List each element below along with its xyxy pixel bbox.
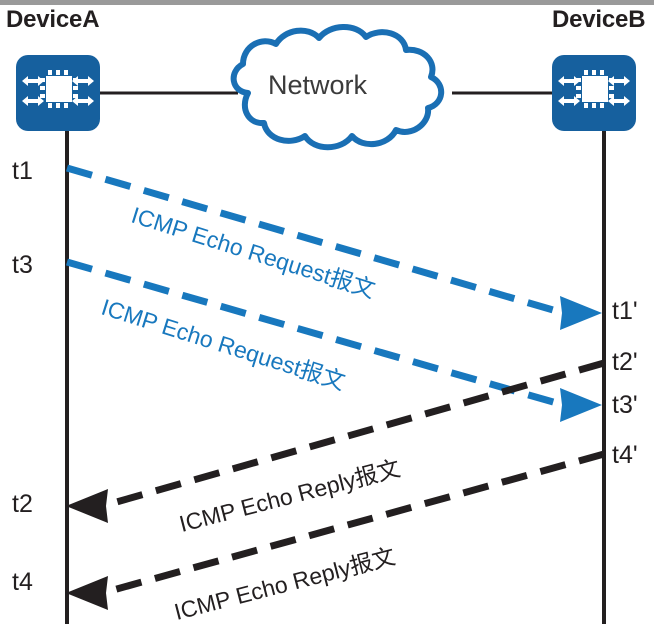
message-arrow-request-2 <box>66 258 602 422</box>
cloud-icon <box>230 24 445 151</box>
device-a-icon <box>16 55 100 131</box>
message-arrow-request-1 <box>66 164 602 330</box>
top-divider-bar <box>0 0 654 5</box>
tick-label-t2: t2 <box>12 490 33 518</box>
tick-label-t3: t3 <box>12 251 33 279</box>
tick-label-t4-prime: t4' <box>612 441 638 469</box>
tick-label-t2-prime: t2' <box>612 348 638 376</box>
device-b-title: DeviceB <box>552 6 646 33</box>
tick-label-t1: t1 <box>12 157 33 185</box>
device-b-icon <box>552 55 636 131</box>
device-a-title: DeviceA <box>6 6 100 33</box>
tick-label-t1-prime: t1' <box>612 297 638 325</box>
tick-label-t3-prime: t3' <box>612 391 638 419</box>
message-arrow-reply-2 <box>66 450 605 610</box>
network-cloud-label: Network <box>268 70 368 100</box>
tick-label-t4: t4 <box>12 568 33 596</box>
message-arrow-reply-1 <box>66 359 605 523</box>
